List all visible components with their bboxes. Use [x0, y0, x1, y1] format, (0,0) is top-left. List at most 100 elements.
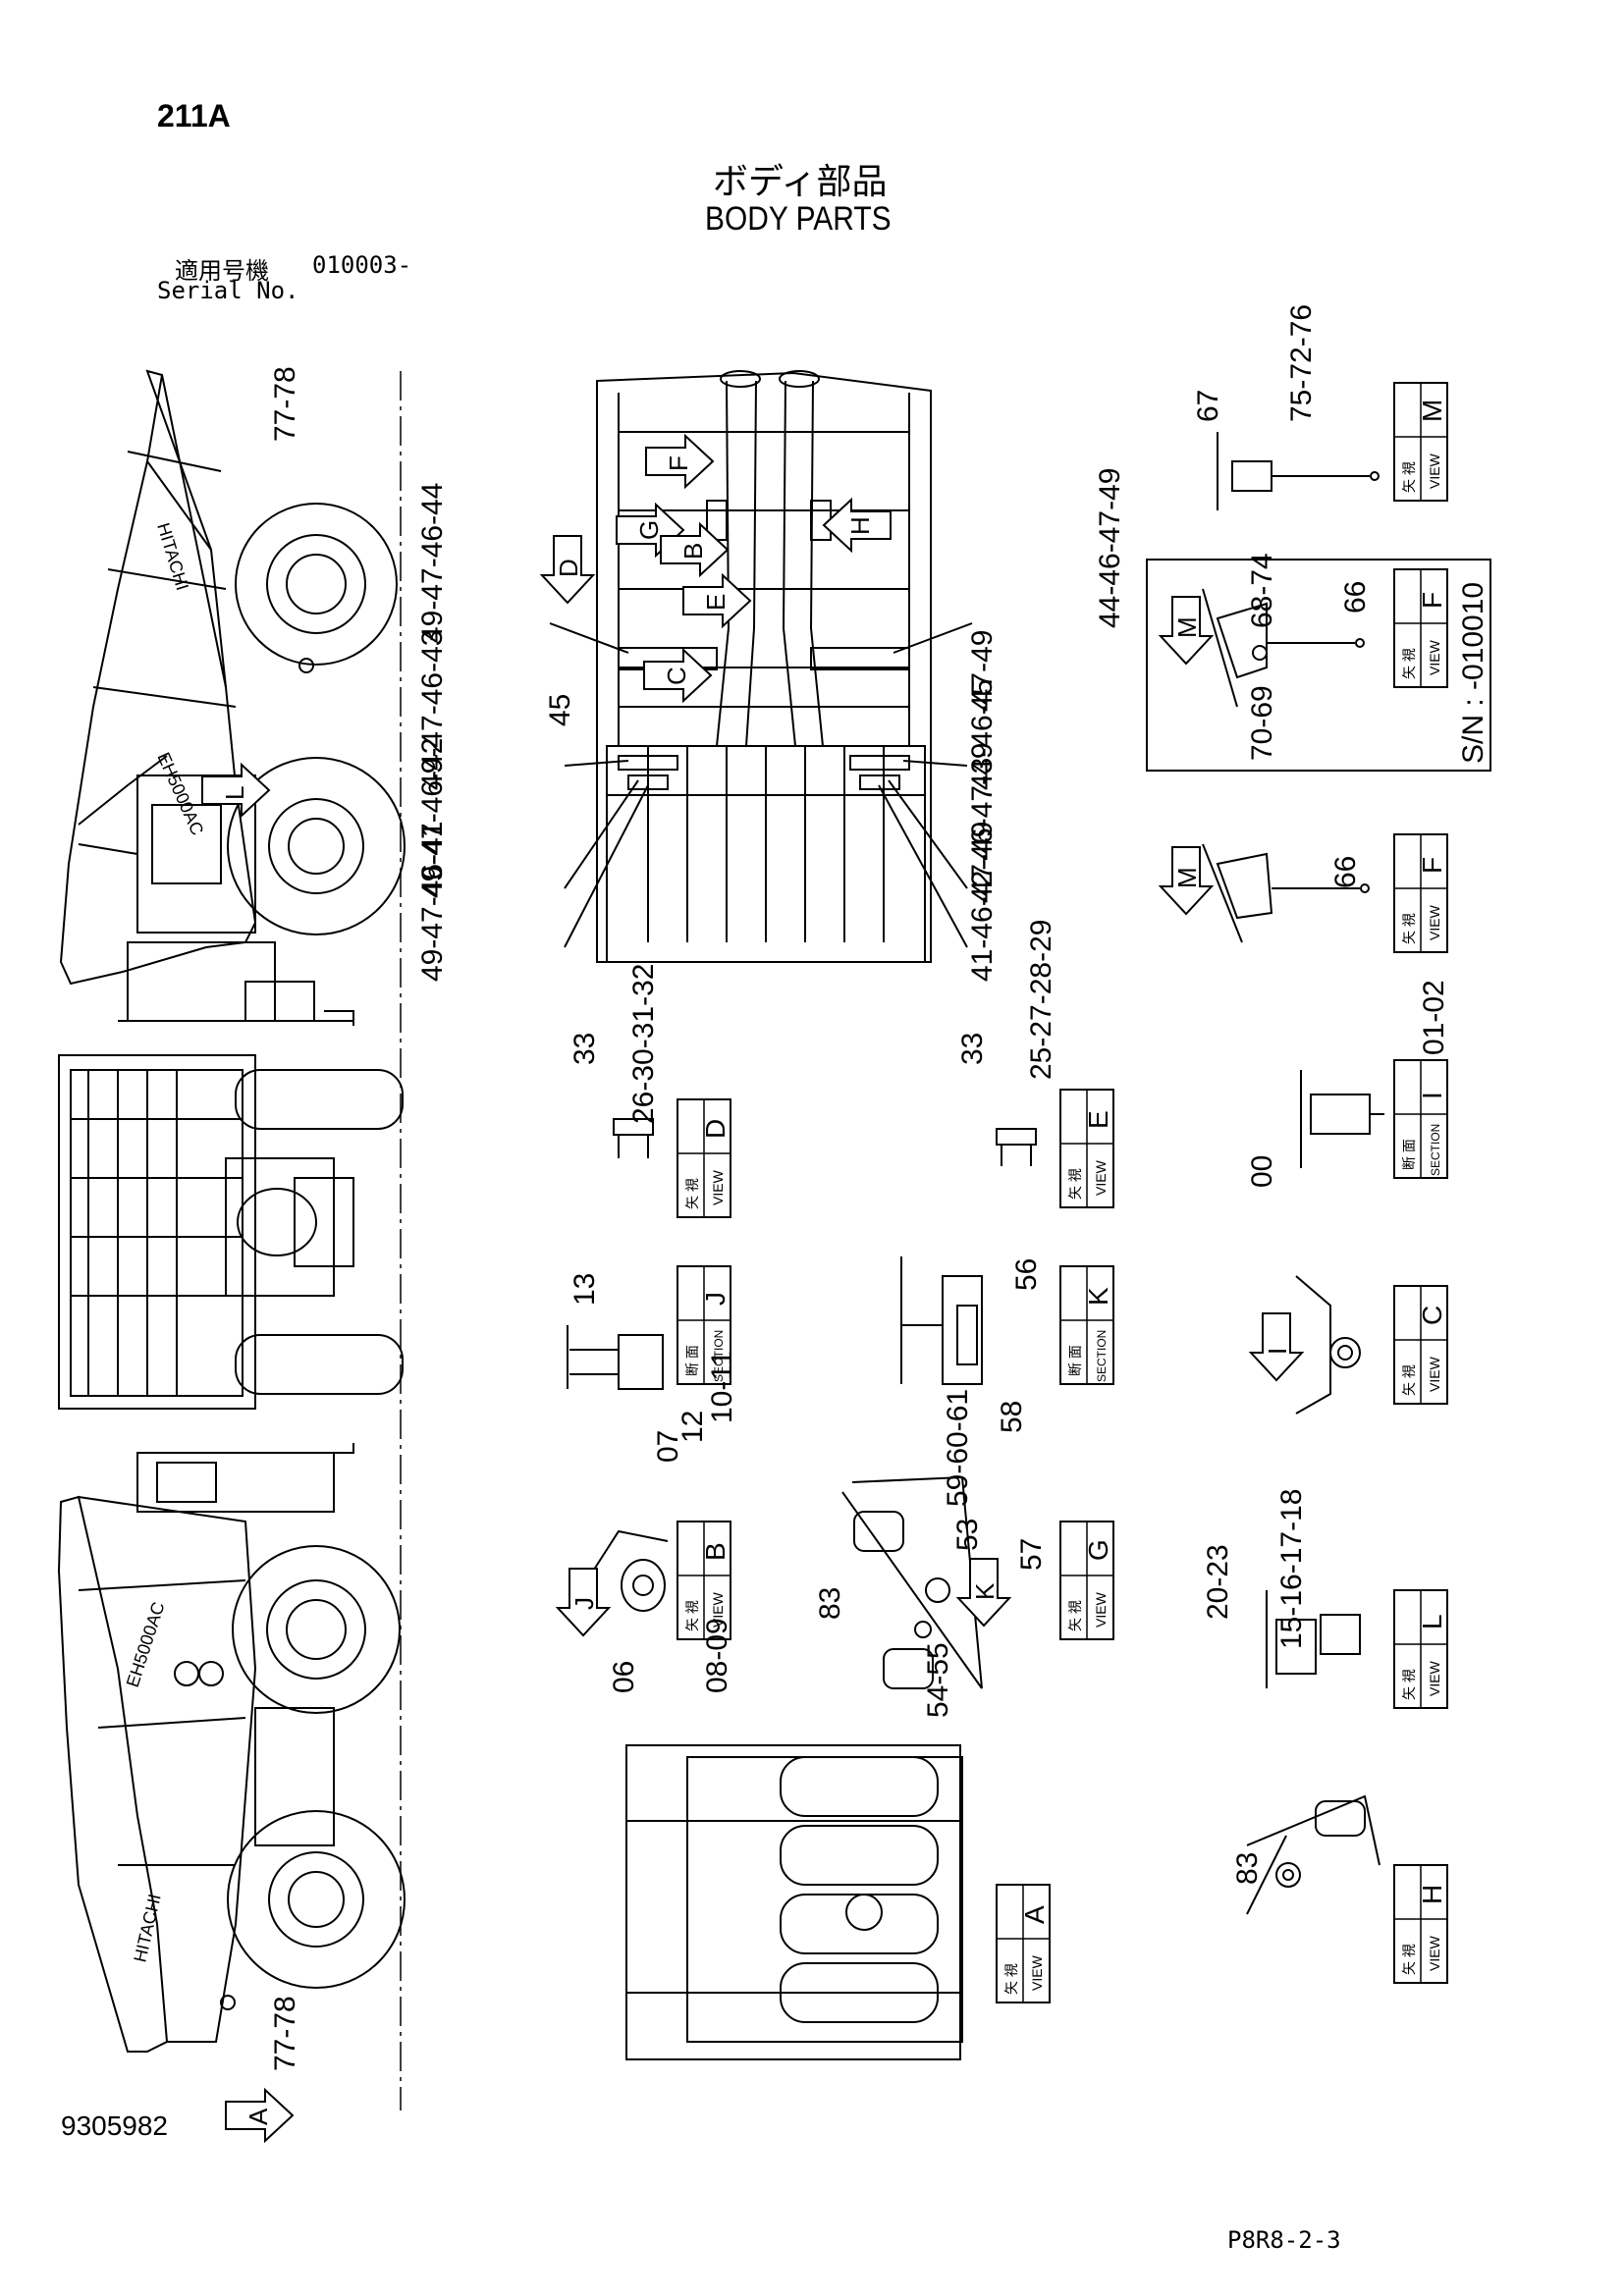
part-callout: 53 — [951, 1519, 984, 1551]
view-jp-label: 矢 視 — [1003, 1963, 1019, 1995]
view-arrow-c-6: C — [643, 647, 713, 704]
view-jp-label: 断 面 — [684, 1345, 700, 1376]
view-word-label: VIEW — [1029, 1954, 1045, 1991]
view-arrow-b-3: B — [660, 521, 730, 578]
view-letter: A — [1019, 1905, 1050, 1924]
view-jp-label: 矢 視 — [1401, 1364, 1417, 1396]
view-jp-label: 矢 視 — [684, 1600, 700, 1631]
view-letter: F — [1417, 857, 1447, 874]
view-h-detail — [1246, 1794, 1380, 1915]
arrow-letter: L — [220, 786, 249, 800]
part-callout: 56 — [1010, 1258, 1043, 1291]
view-d-detail — [613, 1118, 654, 1158]
view-letter: C — [1417, 1306, 1447, 1325]
view-arrow-f-1: F — [645, 433, 715, 490]
part-callout: 83 — [1231, 1852, 1264, 1885]
view-label-h-13: H 矢 視 VIEW — [1393, 1864, 1448, 1984]
view-g-detail — [841, 1475, 983, 1689]
arrow-letter: B — [678, 543, 708, 560]
page-ref: P8R8-2-3 — [1227, 2226, 1341, 2254]
view-letter: E — [1083, 1110, 1113, 1129]
part-callout: 10-11 — [706, 1350, 738, 1423]
view-word-label: VIEW — [1427, 1935, 1442, 1971]
part-callout: 68-74 — [1246, 553, 1278, 628]
view-letter: J — [700, 1292, 731, 1306]
view-jp-label: 断 面 — [1401, 1139, 1417, 1170]
view-jp-label: 矢 視 — [1401, 1944, 1417, 1975]
part-callout: 00 — [1246, 1155, 1278, 1188]
view-label-a-12: A 矢 視 VIEW — [996, 1884, 1051, 2003]
arrow-letter: K — [970, 1582, 1000, 1600]
arrow-letter: E — [701, 594, 731, 611]
view-word-label: SECTION — [712, 1330, 726, 1382]
part-callout: 70-69 — [1246, 685, 1278, 761]
part-callout: 66 — [1339, 581, 1372, 614]
title-jp: ボディ部品 — [713, 161, 888, 201]
part-callout: 77-78 — [269, 366, 301, 442]
part-callout: 07 — [652, 1430, 684, 1463]
part-callout: 42-46-47-49 — [966, 743, 999, 903]
part-callout: 43-46-47-49 — [966, 630, 999, 790]
body-top-view — [549, 370, 973, 963]
part-callout: 33 — [956, 1033, 989, 1065]
view-word-label: VIEW — [1093, 1159, 1109, 1196]
view-word-label: VIEW — [1427, 453, 1442, 489]
view-arrow-m-9: M — [1158, 846, 1215, 916]
page-code: 211A — [157, 98, 231, 133]
arrow-letter: G — [634, 520, 664, 540]
arrow-letter: H — [845, 516, 875, 535]
view-arrow-e-5: E — [682, 572, 752, 629]
part-callout: 45 — [966, 679, 999, 712]
part-callout: 49-47-46-42 — [416, 738, 449, 898]
part-callout: 45 — [544, 694, 576, 726]
view-c-detail — [1295, 1275, 1361, 1415]
part-callout: 06 — [608, 1661, 640, 1693]
model-lettering-upper: EH5000AC — [153, 749, 207, 837]
view-jp-label: 矢 視 — [1067, 1600, 1083, 1631]
part-callout: 08-09 — [701, 1618, 733, 1693]
section-j-detail — [567, 1325, 664, 1390]
section-i-detail — [1300, 1070, 1384, 1168]
arrow-letter: F — [664, 455, 693, 471]
view-word-label: VIEW — [1427, 1660, 1442, 1696]
view-jp-label: 矢 視 — [1401, 461, 1417, 493]
arrow-letter: I — [1263, 1348, 1292, 1355]
arrow-letter: J — [569, 1597, 599, 1610]
view-word-label: VIEW — [710, 1169, 726, 1205]
model-lettering-lower: EH5000AC — [123, 1599, 169, 1689]
drawing-number: 9305982 — [61, 2110, 169, 2141]
view-f-detail-upper — [1202, 588, 1365, 708]
view-arrow-d-0: D — [539, 535, 596, 605]
view-m-detail — [1217, 432, 1380, 510]
part-callout: 13 — [568, 1273, 601, 1306]
part-callout: 75-72-76 — [1285, 304, 1318, 422]
part-callout: 15-16-17-18 — [1275, 1489, 1308, 1649]
brand-lettering-upper: HITACHI — [153, 520, 192, 592]
arrow-letter: M — [1172, 867, 1202, 888]
view-arrow-h-4: H — [822, 497, 892, 554]
title-en: BODY PARTS — [705, 200, 892, 238]
part-callout: 58 — [996, 1401, 1028, 1433]
arrow-letter: A — [244, 2108, 273, 2125]
view-jp-label: 矢 視 — [684, 1178, 700, 1209]
part-callout: 20-23 — [1202, 1544, 1234, 1620]
truck-side-view-lower — [57, 1443, 406, 2053]
part-callout: 57 — [1015, 1538, 1048, 1571]
serial-note: S/N : -010010 — [1457, 582, 1489, 764]
view-word-label: VIEW — [1427, 1356, 1442, 1392]
view-jp-label: 矢 視 — [1067, 1168, 1083, 1200]
serial-value: 010003- — [312, 251, 412, 279]
view-letter: H — [1417, 1885, 1447, 1904]
truck-side-view-upper — [59, 369, 406, 1026]
view-letter: K — [1083, 1287, 1113, 1306]
part-callout: 12 — [677, 1411, 709, 1443]
view-arrow-i-10: I — [1248, 1312, 1305, 1382]
part-callout: 83 — [814, 1587, 846, 1620]
serial-label-en: Serial No. — [157, 277, 299, 304]
